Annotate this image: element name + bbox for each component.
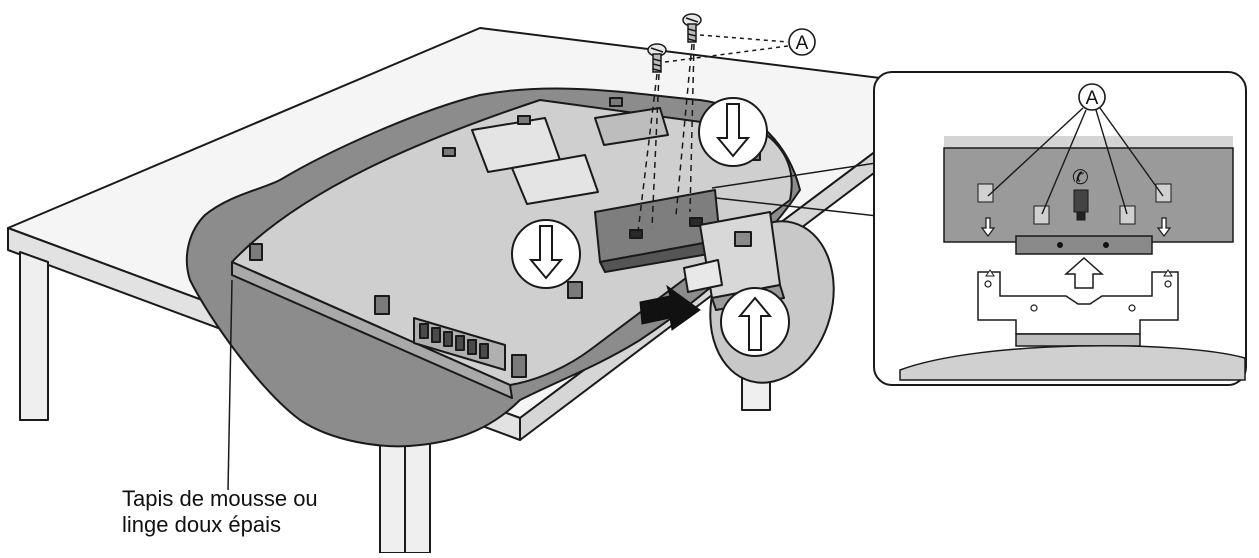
arrow-up-icon <box>1064 256 1104 289</box>
caption-leader <box>227 279 233 491</box>
screw-icon <box>647 43 667 73</box>
inset-callout-label: A <box>1086 88 1099 109</box>
detail-inset: ✆ A <box>873 71 1247 386</box>
terminal-block <box>413 317 506 371</box>
inset-stand-base <box>899 344 1246 381</box>
stand-bracket <box>594 189 721 273</box>
caption-line-2: linge doux épais <box>122 512 282 537</box>
tv-back-panel <box>231 99 793 386</box>
arrow-down-icon <box>698 97 768 167</box>
table-leg-left <box>19 251 49 421</box>
tv-back <box>231 97 793 399</box>
callout-label: A <box>796 33 809 54</box>
screw-guide-lines <box>637 43 695 233</box>
arrow-down-icon <box>511 219 581 289</box>
arrow-right-icon <box>639 284 701 331</box>
inset-bracket-bar <box>1015 235 1153 255</box>
circled-letter-icon: A <box>788 28 816 56</box>
caption-line-1: Tapis de mousse ou <box>122 486 318 511</box>
circled-letter-icon: A <box>1078 83 1106 111</box>
callout-leaders <box>664 34 789 63</box>
arrow-up-icon <box>720 287 790 357</box>
zoom-connector <box>711 159 897 219</box>
pad-caption: Tapis de mousse ou linge doux épais <box>122 486 318 538</box>
phone-mark: ✆ <box>1072 167 1089 189</box>
screw-icon <box>682 13 702 43</box>
inset-stand-plate <box>977 271 1179 335</box>
